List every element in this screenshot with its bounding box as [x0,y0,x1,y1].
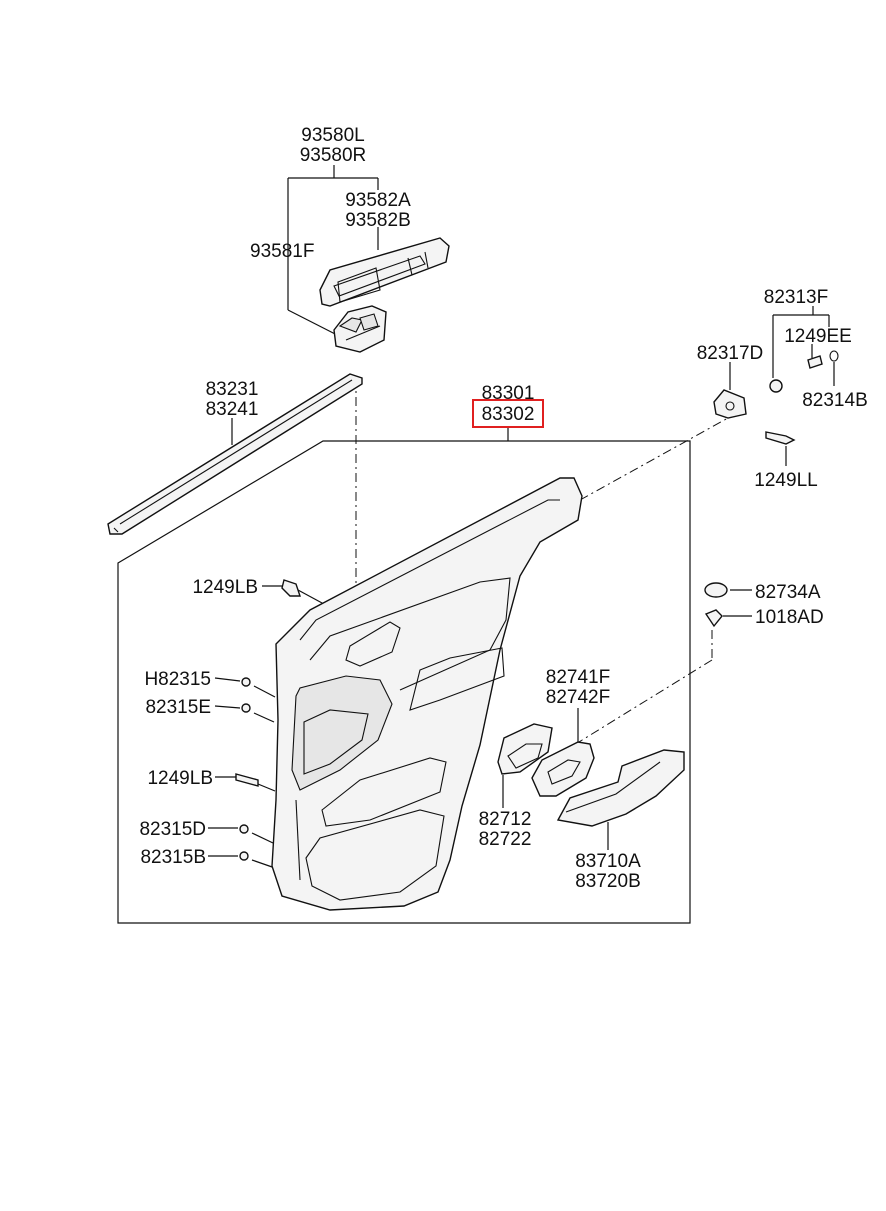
belt-weatherstrip [107,373,363,535]
label-93582b: 93582B [345,210,411,231]
label-82722: 82722 [479,829,532,850]
label-93582a: 93582A [345,190,411,211]
label-1249lb-top: 1249LB [192,577,258,598]
label-82313f: 82313F [764,287,828,308]
label-93580r: 93580R [300,145,367,166]
highlight-box [472,399,544,428]
label-82315d: 82315D [139,819,206,840]
trim-bracket [713,389,747,419]
label-83231: 83231 [206,379,259,400]
leader-lines [208,165,835,869]
handle-bracket [497,723,553,775]
label-82742f: 82742F [546,687,610,708]
label-93580l: 93580L [301,125,364,146]
label-1018ad: 1018AD [755,607,824,628]
label-82315e: 82315E [145,697,211,718]
label-82734a: 82734A [755,582,821,603]
label-83710a: 83710A [575,851,641,872]
label-h82315: H82315 [144,669,211,690]
window-switch [333,305,387,353]
armrest [556,749,685,827]
pull-handle [531,741,595,797]
label-83302: 83302 [482,404,535,425]
assembly-frame [117,440,691,924]
switch-bezel [319,237,450,307]
label-82314b: 82314B [802,390,868,411]
label-83301: 83301 [482,383,535,404]
label-82315b: 82315B [140,847,206,868]
label-1249lb-lower: 1249LB [147,768,213,789]
label-1249ee: 1249EE [784,326,852,347]
fasteners [235,350,839,861]
label-83241: 83241 [206,399,259,420]
door-trim-panel [271,477,583,911]
label-82741f: 82741F [546,667,610,688]
label-82317d: 82317D [697,343,764,364]
label-93581f: 93581F [250,241,314,262]
label-1249ll: 1249LL [754,470,817,491]
label-83720b: 83720B [575,871,641,892]
label-82712: 82712 [479,809,532,830]
